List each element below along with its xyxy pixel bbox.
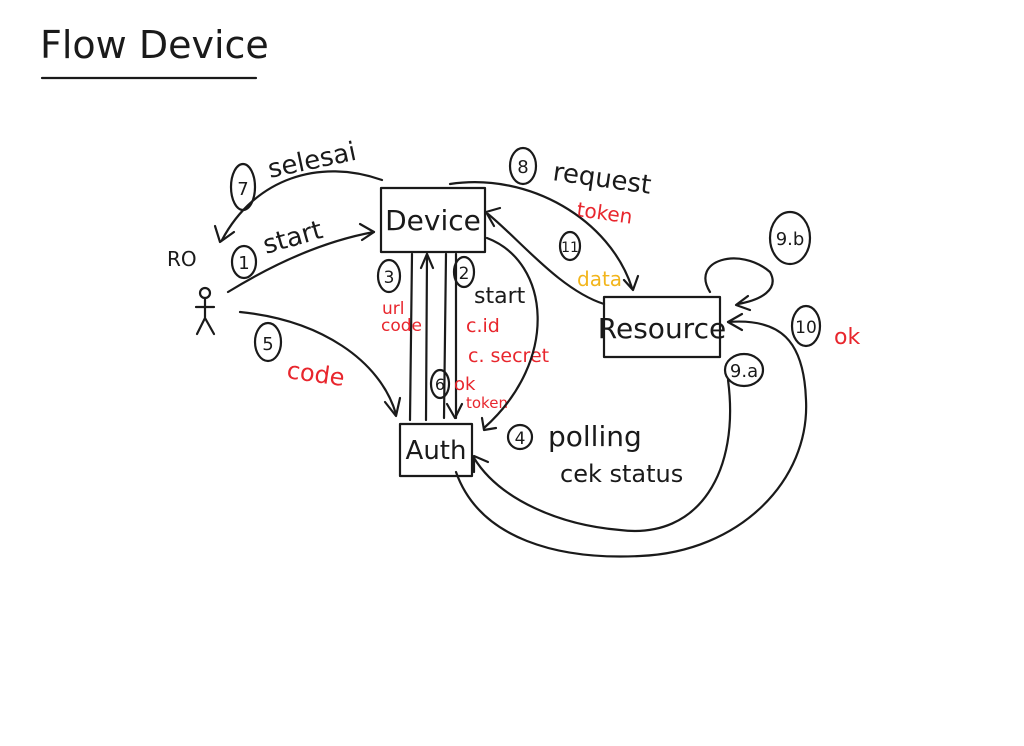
arrow-step1-head bbox=[358, 222, 376, 242]
step2-number: 2 bbox=[459, 264, 470, 284]
arrow-step3-line2 bbox=[424, 252, 429, 422]
auth-node: Auth bbox=[398, 422, 474, 478]
step4-label-cekstatus: cek status bbox=[560, 460, 683, 488]
step3-param-code: code bbox=[381, 316, 422, 336]
step1-number: 1 bbox=[238, 253, 249, 274]
arrow-step3 bbox=[408, 252, 414, 422]
actor-head-icon bbox=[198, 286, 212, 300]
step8-label: request bbox=[551, 157, 653, 200]
arrow-step3-head bbox=[419, 252, 435, 270]
step4-label-polling: polling bbox=[548, 420, 642, 453]
arrow-step2 bbox=[442, 252, 448, 420]
arrow-step9a bbox=[472, 378, 732, 533]
step2-param-cid: c.id bbox=[466, 315, 500, 337]
step11-badge bbox=[558, 230, 582, 262]
resource-node: Resource bbox=[598, 295, 726, 359]
step5-badge bbox=[253, 321, 283, 363]
step8-param-token: token bbox=[575, 197, 634, 229]
step6-number: 6 bbox=[435, 375, 445, 394]
arrow-step5-head bbox=[383, 396, 402, 418]
step2-label: start bbox=[474, 284, 526, 309]
step5-label: code bbox=[285, 356, 346, 392]
arrow-step11 bbox=[486, 212, 606, 306]
arrow-step2-head bbox=[445, 402, 464, 420]
step8-badge bbox=[508, 146, 538, 186]
arrow-step5 bbox=[238, 310, 398, 416]
arrow-step10-head bbox=[726, 312, 744, 332]
arrow-step11-head bbox=[484, 206, 502, 228]
step11-label: data bbox=[577, 267, 622, 291]
step9b-badge bbox=[768, 210, 812, 266]
arrow-step10 bbox=[454, 320, 808, 558]
actor-figure: RO bbox=[167, 247, 216, 336]
arrow-step8-head bbox=[622, 274, 640, 292]
resource-box bbox=[602, 295, 722, 359]
step8-number: 8 bbox=[517, 157, 528, 178]
arrow-step9a-head bbox=[472, 454, 490, 474]
actor-label: RO bbox=[167, 247, 197, 271]
arrow-step8 bbox=[448, 181, 634, 290]
actor-body-icon bbox=[194, 297, 216, 336]
step3-badge bbox=[376, 258, 402, 294]
device-label: Device bbox=[385, 204, 481, 237]
step3-number: 3 bbox=[384, 268, 395, 288]
step7-badge bbox=[229, 162, 257, 212]
step7-label: selesai bbox=[265, 137, 359, 185]
arrow-step7 bbox=[220, 170, 384, 242]
step11-number: 11 bbox=[561, 240, 579, 256]
step6-label-token: token bbox=[466, 394, 508, 412]
arrow-step9b-head bbox=[734, 294, 752, 312]
step6-badge bbox=[429, 368, 451, 400]
step1-badge bbox=[230, 244, 258, 280]
step4-number: 4 bbox=[515, 429, 526, 449]
step5-number: 5 bbox=[262, 334, 273, 355]
arrow-step1 bbox=[226, 230, 376, 294]
auth-label: Auth bbox=[406, 436, 467, 466]
step4-badge bbox=[506, 423, 534, 451]
device-box bbox=[379, 186, 487, 254]
step9a-number: 9.a bbox=[730, 361, 758, 382]
step2-badge bbox=[452, 255, 476, 289]
step2-param-csecret: c. secret bbox=[468, 345, 549, 367]
step10-badge bbox=[790, 304, 822, 348]
step9a-badge bbox=[723, 352, 765, 388]
arrow-step4-head bbox=[480, 416, 498, 432]
step9b-number: 9.b bbox=[776, 229, 805, 250]
step6-label-ok: ok bbox=[454, 374, 476, 395]
diagram-title: Flow Device bbox=[40, 23, 269, 67]
step1-label: start bbox=[260, 215, 326, 261]
device-node: Device bbox=[379, 186, 487, 254]
resource-label: Resource bbox=[598, 312, 726, 345]
step7-number: 7 bbox=[237, 179, 248, 200]
step10-number: 10 bbox=[795, 318, 817, 338]
arrow-step4 bbox=[482, 236, 539, 430]
step10-label: ok bbox=[834, 325, 860, 350]
arrow-step9b bbox=[704, 257, 774, 306]
auth-box bbox=[398, 422, 474, 478]
step3-param-url: url bbox=[382, 299, 405, 319]
arrow-step7-head bbox=[213, 224, 236, 244]
